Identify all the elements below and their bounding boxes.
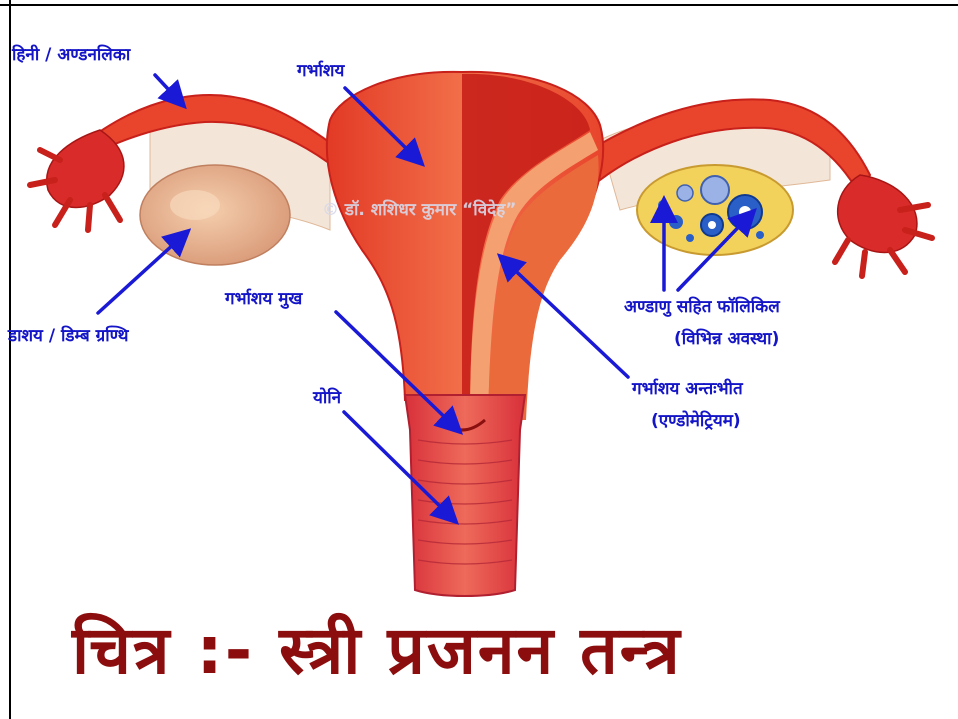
- label-endometrium-line1: गर्भाशय अन्तःभीत: [632, 376, 743, 399]
- vagina: [405, 395, 525, 596]
- label-follicle-line2: (विभिन्न अवस्था): [674, 326, 779, 349]
- left-fimbriae: [30, 130, 124, 230]
- arrow-ovary: [98, 233, 186, 313]
- figure-caption: चित्र :- स्त्री प्रजनन तन्त्र: [72, 603, 682, 693]
- right-fimbriae: [835, 175, 932, 276]
- label-fallopian-tube: हिनी / अण्डनलिका: [12, 42, 130, 65]
- label-vagina: योनि: [313, 385, 341, 408]
- label-uterus: गर्भाशय: [297, 58, 344, 81]
- label-endometrium-line2: (एण्डोमेट्रियम): [651, 408, 741, 431]
- label-cervix: गर्भाशय मुख: [225, 286, 302, 309]
- copyright-watermark: © डॉ. शशिधर कुमार “विदेह”: [322, 197, 516, 220]
- left-ovary: [140, 165, 290, 265]
- label-follicle-line1: अण्डाणु सहित फॉलिकिल: [624, 294, 780, 317]
- label-ovary: डाशय / डिम्ब ग्रण्थि: [8, 323, 129, 346]
